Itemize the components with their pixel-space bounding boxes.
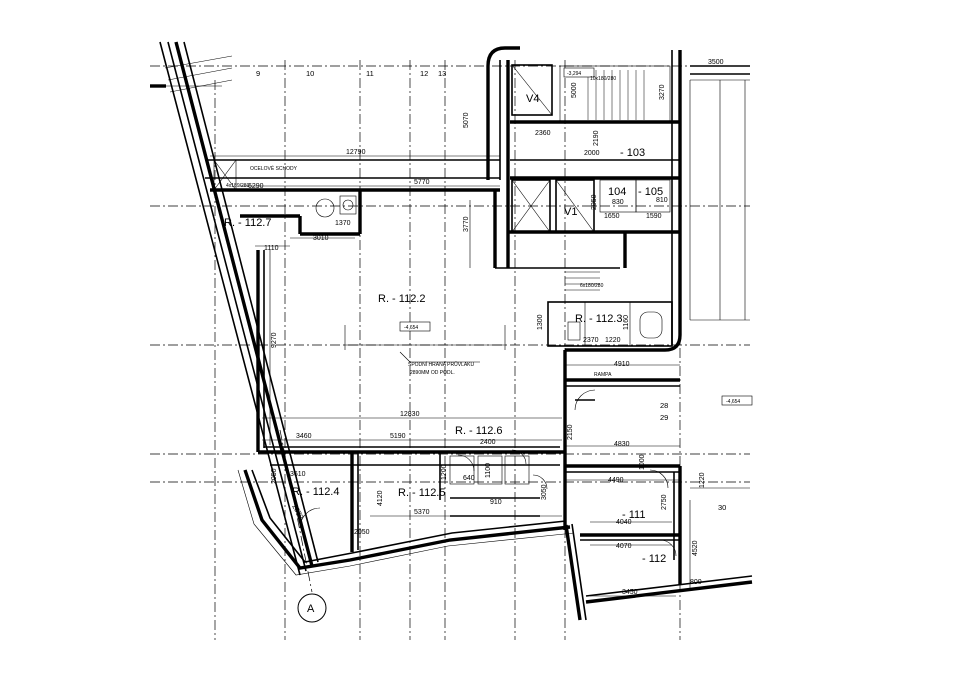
grid-label-29: 29 bbox=[660, 413, 668, 422]
room-label-112-4: R. - 112.4 bbox=[292, 486, 340, 498]
lower-right-walls bbox=[563, 378, 750, 585]
dim-1110: 1110 bbox=[264, 245, 279, 252]
room-label-112-6: R. - 112.6 bbox=[455, 425, 503, 437]
dim-2370: 2370 bbox=[583, 337, 599, 344]
dim-810: 810 bbox=[656, 197, 668, 204]
level-tag-stair: -3,294 bbox=[563, 67, 595, 78]
main-hall-walls bbox=[240, 190, 620, 454]
dim-3450: 3450 bbox=[622, 589, 638, 596]
dim-3010: 3010 bbox=[313, 235, 329, 242]
room-label-112: - 112 bbox=[642, 553, 666, 565]
room-label-111: - 111 bbox=[622, 509, 645, 521]
dim-1200: 1200 bbox=[441, 464, 448, 480]
dim-6290: 6290 bbox=[248, 183, 264, 190]
dim-2750: 2750 bbox=[661, 494, 668, 510]
room-label-112-7: R. - 112.7 bbox=[224, 217, 272, 229]
grid-label-10: 10 bbox=[306, 69, 314, 78]
grid-label-12: 12 bbox=[420, 69, 428, 78]
dim-640: 640 bbox=[463, 475, 475, 482]
dim-1100: 1100 bbox=[485, 463, 492, 478]
dim-3050: 3050 bbox=[541, 484, 548, 500]
dim-1590: 1590 bbox=[646, 213, 662, 220]
dim-4070: 4070 bbox=[616, 543, 632, 550]
dim-5770: 5770 bbox=[414, 179, 430, 186]
room-label-104: 104 bbox=[608, 186, 626, 198]
room-label-112-5: R. - 112.5 bbox=[398, 487, 446, 499]
note-stair-3: 6x180/280 bbox=[580, 283, 604, 289]
dim-3610: 3610 bbox=[290, 471, 306, 478]
dim-4910: 4910 bbox=[614, 361, 630, 368]
dim-2050: 2050 bbox=[354, 529, 370, 536]
note-stair-1: 4x189/280 bbox=[226, 183, 250, 189]
note-steel-stairs: OCELOVÉ SCHODY bbox=[250, 165, 298, 172]
dim-5000: 5000 bbox=[571, 82, 578, 98]
grid-lines bbox=[150, 60, 750, 640]
grid-label-11: 11 bbox=[366, 69, 374, 78]
dim-1000: 1000 bbox=[639, 454, 646, 470]
dim-830: 830 bbox=[612, 199, 624, 206]
room-label-105: - 105 bbox=[638, 186, 663, 198]
note-ramp: RAMPA bbox=[594, 372, 612, 378]
dimension-lines bbox=[210, 155, 691, 597]
dim-2150: 2150 bbox=[567, 424, 574, 440]
room-label-112-2: R. - 112.2 bbox=[378, 293, 426, 305]
dim-1220-right: 1220 bbox=[699, 472, 706, 488]
svg-text:-4,654: -4,654 bbox=[726, 399, 740, 405]
level-tag-hall: -4,654 bbox=[399, 321, 431, 332]
dim-12830: 12830 bbox=[400, 411, 420, 418]
dim-1650: 1650 bbox=[604, 213, 620, 220]
dim-800: 800 bbox=[690, 579, 702, 586]
dim-1300: 1300 bbox=[537, 314, 544, 330]
dim-1160: 1160 bbox=[623, 315, 630, 330]
dim-2050-core: 2050 bbox=[591, 194, 598, 210]
room-label-112-3: R. - 112.3 bbox=[575, 313, 623, 325]
dim-5370: 5370 bbox=[414, 509, 430, 516]
dim-4120: 4120 bbox=[377, 490, 384, 506]
lower-left-walls bbox=[270, 449, 560, 552]
grid-label-28: 28 bbox=[660, 401, 668, 410]
dim-2190: 2190 bbox=[593, 130, 600, 146]
top-corridor bbox=[205, 159, 500, 192]
dim-4830: 4830 bbox=[614, 441, 630, 448]
dim-3270: 3270 bbox=[659, 84, 666, 100]
dim-2050-left: 2050 bbox=[271, 468, 278, 484]
dim-5070: 5070 bbox=[463, 112, 470, 128]
grid-label-9: 9 bbox=[256, 69, 260, 78]
dim-2000: 2000 bbox=[584, 150, 600, 157]
level-tag-right: -4,654 bbox=[721, 395, 753, 406]
dim-1370: 1370 bbox=[335, 220, 351, 227]
dim-2400: 2400 bbox=[480, 439, 496, 446]
dim-4040: 4040 bbox=[616, 519, 632, 526]
room-label-v1: V1 bbox=[564, 206, 577, 218]
grid-label-13: 13 bbox=[438, 69, 446, 78]
svg-text:-4,654: -4,654 bbox=[404, 325, 418, 331]
dim-9270: 9270 bbox=[271, 332, 278, 348]
dim-4520: 4520 bbox=[692, 540, 699, 556]
dim-910: 910 bbox=[490, 499, 502, 506]
dim-12790: 12790 bbox=[346, 149, 366, 156]
room-label-103: - 103 bbox=[620, 147, 645, 159]
dim-2360: 2360 bbox=[535, 130, 551, 137]
note-beam-2: 2890MM OD PODL. bbox=[410, 370, 455, 376]
dim-1220: 1220 bbox=[605, 337, 621, 344]
note-beam-1: SPODNÍ HRANA PRŮVLAKU bbox=[408, 361, 475, 368]
dim-4490: 4490 bbox=[608, 477, 624, 484]
dim-3770: 3770 bbox=[463, 216, 470, 232]
room-label-v4: V4 bbox=[526, 93, 539, 105]
dim-3460: 3460 bbox=[296, 433, 312, 440]
right-core-walls bbox=[486, 46, 750, 352]
dim-3500: 3500 bbox=[708, 59, 724, 66]
lower-slanted-wall bbox=[237, 469, 753, 621]
dim-5190: 5190 bbox=[390, 433, 406, 440]
axis-a-marker bbox=[279, 429, 327, 623]
note-stair-2: 10x180/280 bbox=[590, 76, 616, 82]
grid-label-30: 30 bbox=[718, 503, 726, 512]
svg-text:-3,294: -3,294 bbox=[567, 71, 581, 77]
axis-label-a: A bbox=[307, 603, 315, 615]
